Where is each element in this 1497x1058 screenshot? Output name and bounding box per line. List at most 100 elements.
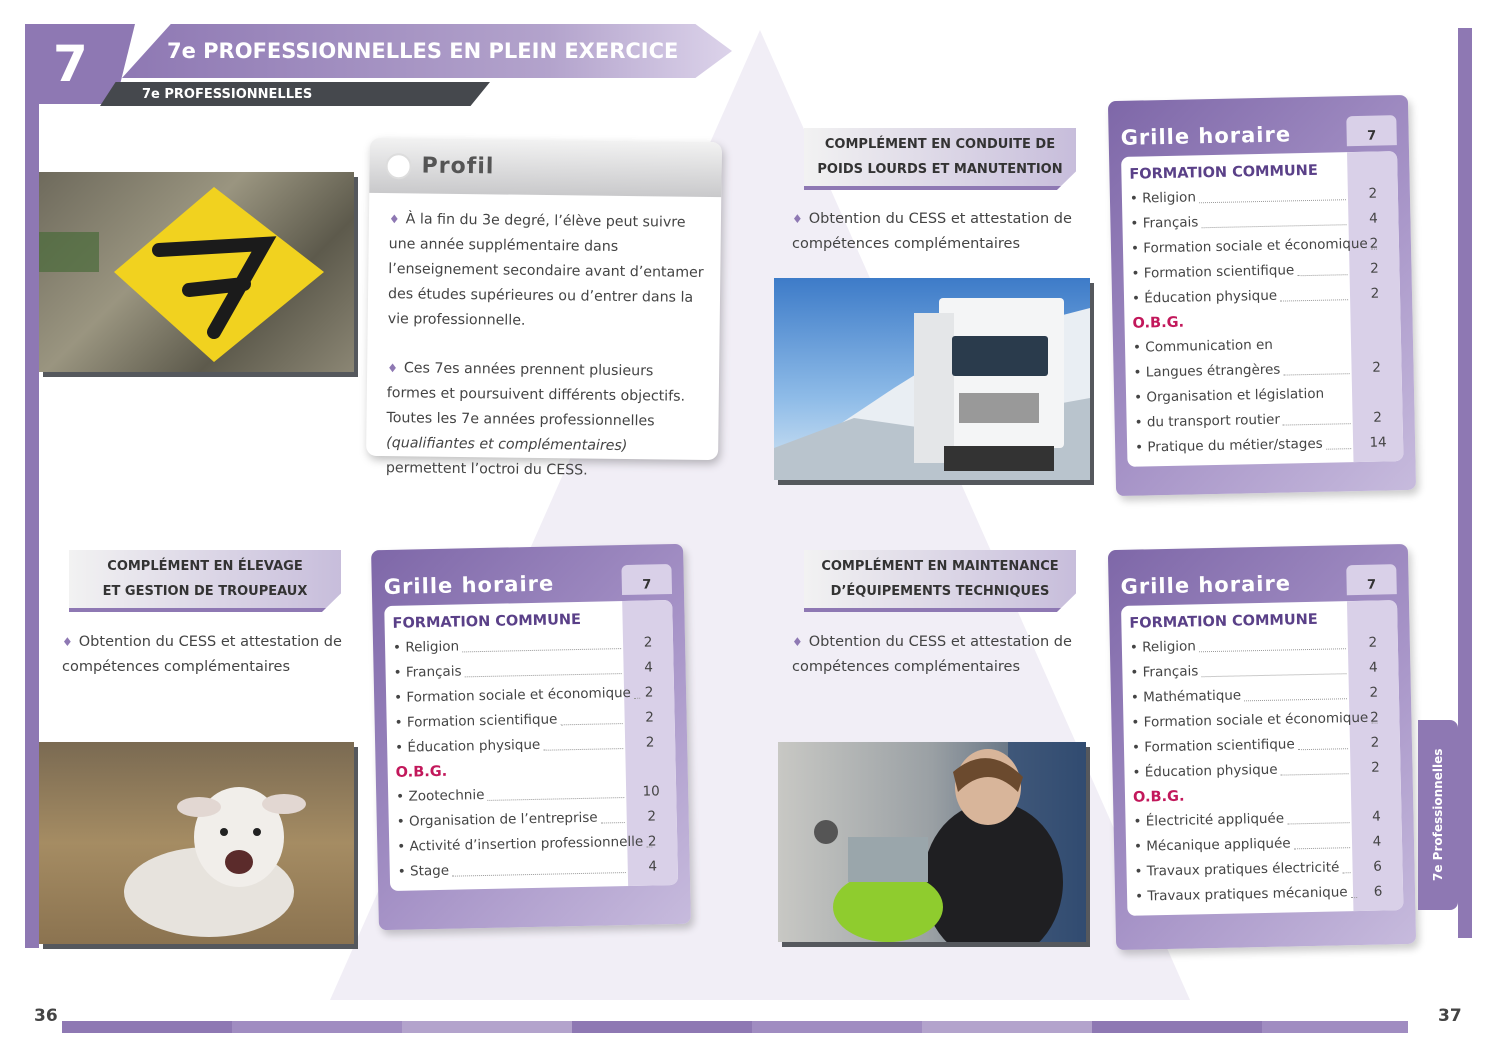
grid-col-header: 7 xyxy=(1346,564,1397,596)
photo-lamb xyxy=(39,742,354,944)
bullet-icon: • xyxy=(1132,764,1145,781)
subject-name: Mathématique xyxy=(1143,687,1242,706)
diamond-icon: ♦ xyxy=(387,361,398,376)
bullet-icon: • xyxy=(395,739,408,756)
hours-value: 2 xyxy=(1369,684,1379,701)
subject-name: Organisation et législation xyxy=(1146,385,1325,406)
bullet-icon: • xyxy=(397,838,410,855)
label-poids-lourds: COMPLÉMENT EN CONDUITE DE POIDS LOURDS E… xyxy=(804,128,1076,190)
subject-name: Éducation physique xyxy=(1144,761,1278,781)
subject-name: Français xyxy=(1142,663,1199,681)
hours-value: 2 xyxy=(1369,235,1379,252)
left-frame xyxy=(25,28,39,948)
bullet-icon: • xyxy=(1134,888,1148,905)
bullet-icon: • xyxy=(396,788,409,805)
subject-name: Travaux pratiques électricité xyxy=(1146,859,1340,880)
workshop-icon xyxy=(814,742,1086,942)
photo-sign-seven xyxy=(39,172,354,372)
bullet-icon: • xyxy=(1133,389,1147,406)
hours-value: 2 xyxy=(1373,409,1383,426)
profile-text: ♦À la fin du 3e degré, l’élève peut suiv… xyxy=(366,193,721,485)
hours-value: 2 xyxy=(644,684,654,701)
bullet-icon: • xyxy=(1131,290,1145,307)
bullet-icon: • xyxy=(393,664,407,681)
bullet-icon: • xyxy=(1131,714,1144,731)
bullet-icon: • xyxy=(1131,739,1145,756)
bullet-icon: • xyxy=(1133,838,1147,855)
subject-name: Activité d’insertion professionnelle xyxy=(409,833,644,855)
bullet-icon: • xyxy=(396,813,410,830)
footer-bar xyxy=(922,1021,1092,1033)
photo-truck xyxy=(774,278,1090,480)
grid-horaire-1: Grille horaire 7 FORMATION COMMUNE• Reli… xyxy=(1107,94,1417,497)
profile-paragraph-2: ♦Ces 7es années prennent plusieurs forme… xyxy=(385,360,686,479)
bullet-icon: • xyxy=(1132,339,1146,356)
subject-name: Religion xyxy=(405,638,460,656)
footer-bar xyxy=(752,1021,922,1033)
hours-value: 2 xyxy=(1368,634,1378,651)
subject-name: Français xyxy=(405,663,462,681)
subject-name: Électricité appliquée xyxy=(1145,810,1285,830)
label-maintenance: COMPLÉMENT EN MAINTENANCE D’ÉQUIPEMENTS … xyxy=(804,550,1076,612)
hours-value: 2 xyxy=(1369,260,1379,277)
subject-name: Formation sociale et économique xyxy=(1143,709,1369,731)
hours-value: 6 xyxy=(1373,883,1383,900)
right-frame xyxy=(1458,28,1472,938)
bullet-icon: • xyxy=(1130,240,1144,257)
subject-name: Zootechnie xyxy=(408,786,485,805)
subject-name: Éducation physique xyxy=(407,736,541,756)
lamb-icon xyxy=(124,787,306,937)
subject-name: Communication en xyxy=(1145,336,1274,356)
diamond-icon: ♦ xyxy=(792,635,803,649)
hours-value: 4 xyxy=(648,858,658,875)
subject-name: Éducation physique xyxy=(1144,287,1278,307)
bullet-icon: • xyxy=(1129,190,1143,207)
hours-value: 2 xyxy=(1369,709,1379,726)
label-elevage: COMPLÉMENT EN ÉLEVAGE ET GESTION DE TROU… xyxy=(69,550,341,612)
footer-bar xyxy=(232,1021,402,1033)
bullet-icon: • xyxy=(1133,364,1147,381)
subject-name: Organisation de l’entreprise xyxy=(408,809,598,830)
hours-value: 2 xyxy=(647,808,657,825)
text-elevage: ♦Obtention du CESS et attestation de com… xyxy=(62,634,342,675)
subject-name: Formation scientifique xyxy=(1143,262,1295,282)
subject-name: Formation scientifique xyxy=(406,711,558,731)
hours-value: 2 xyxy=(1370,734,1380,751)
subject-name: Stage xyxy=(409,862,450,880)
bullet-icon: • xyxy=(1134,863,1148,880)
bullet-icon: • xyxy=(1129,639,1143,656)
bullet-icon: • xyxy=(392,639,406,656)
bullet-icon: • xyxy=(1134,439,1148,456)
profile-card: Profil ♦À la fin du 3e degré, l’élève pe… xyxy=(366,137,722,479)
profile-header: Profil xyxy=(369,137,722,198)
profile-title: Profil xyxy=(421,153,495,180)
footer-bar xyxy=(572,1021,752,1033)
side-tab: 7e Professionnelles xyxy=(1418,720,1458,910)
hours-value: 2 xyxy=(643,634,653,651)
hours-value: 4 xyxy=(1372,808,1381,825)
bullet-icon: • xyxy=(1133,813,1146,830)
truck-icon xyxy=(774,298,1090,480)
hours-value: 2 xyxy=(1370,285,1380,302)
hours-value: 4 xyxy=(1372,833,1382,850)
diamond-icon: ♦ xyxy=(388,212,400,227)
footer-bar xyxy=(62,1021,232,1033)
grid-horaire-2: Grille horaire 7 FORMATION COMMUNE• Reli… xyxy=(371,543,691,931)
hours-value: 10 xyxy=(642,783,660,800)
hours-value: 2 xyxy=(645,709,655,726)
hours-value: 14 xyxy=(1369,434,1387,451)
subject-name: Religion xyxy=(1142,189,1197,207)
hours-value: 2 xyxy=(1370,759,1380,776)
text-maintenance: ♦Obtention du CESS et attestation de com… xyxy=(792,634,1072,675)
hours-value: 2 xyxy=(1368,185,1378,202)
bullet-icon: • xyxy=(393,689,407,706)
subject-name: Français xyxy=(1142,214,1199,232)
subject-name: Formation scientifique xyxy=(1144,736,1295,756)
profile-paragraph-1: ♦À la fin du 3e degré, l’élève peut suiv… xyxy=(387,211,704,329)
footer-bar xyxy=(1262,1021,1408,1033)
hours-value: 2 xyxy=(1372,359,1381,376)
